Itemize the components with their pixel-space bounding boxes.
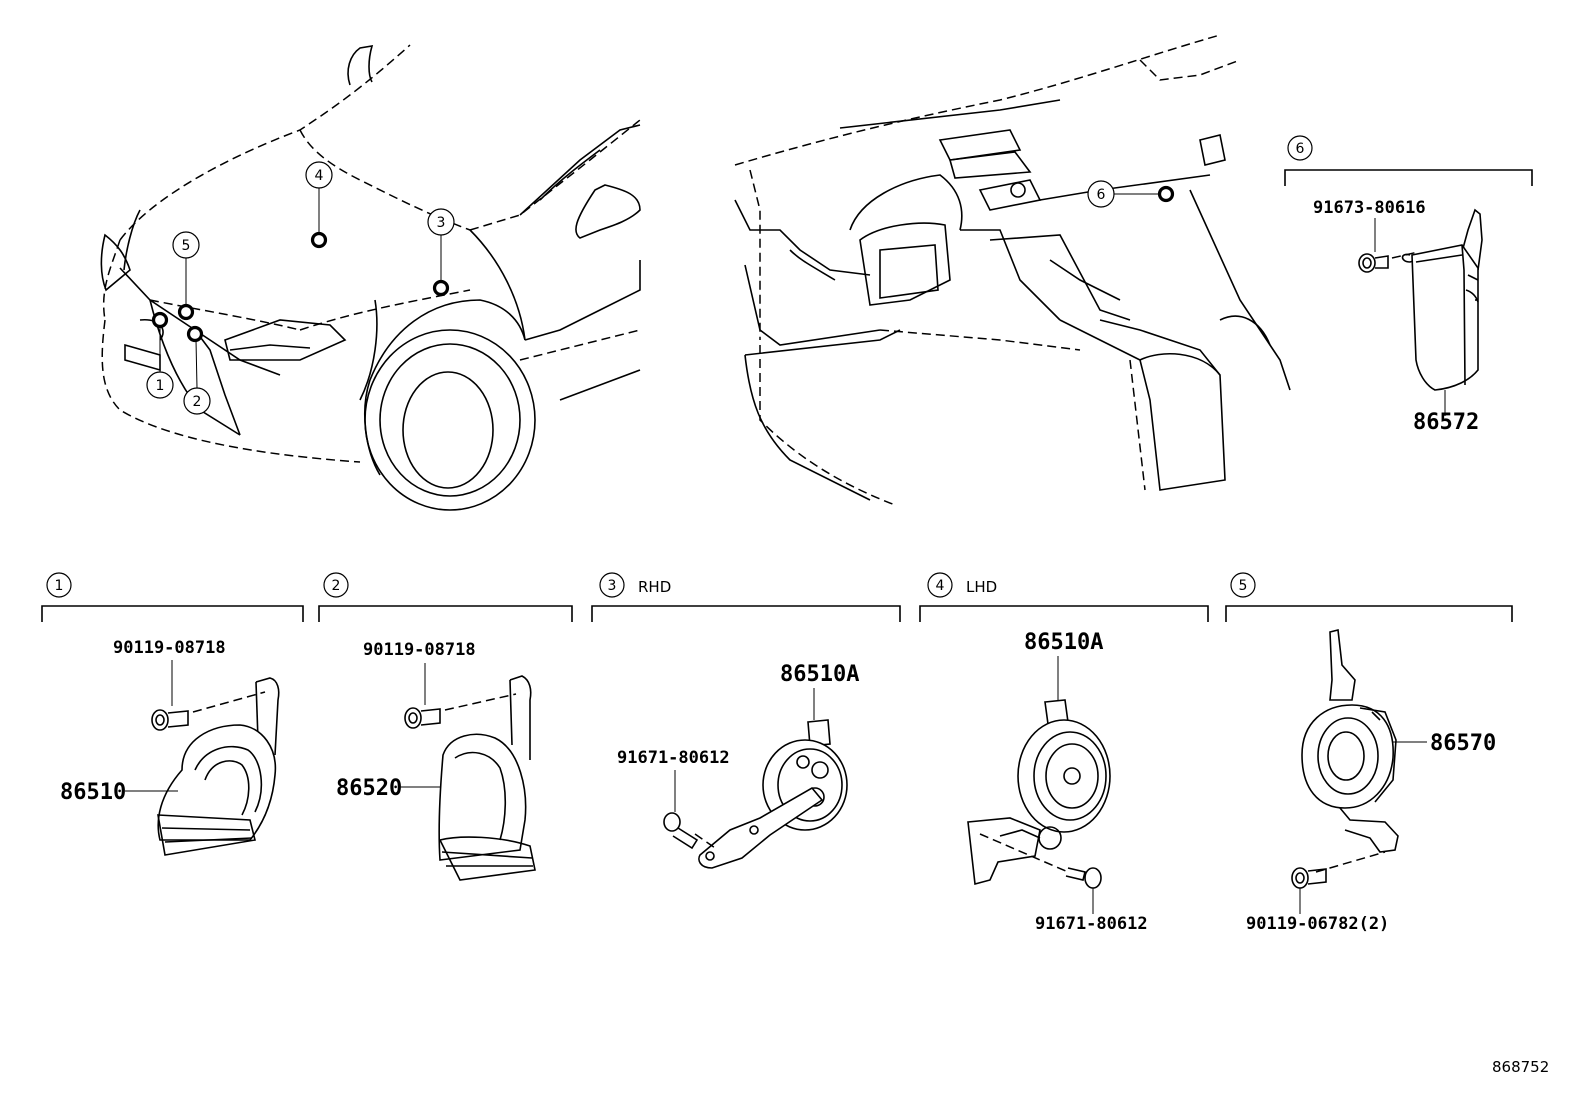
callout-marker-2: 2 [183,325,211,415]
bolt-90119-06782-illustration [1291,867,1327,914]
section-3-tag: RHD [638,578,671,596]
section-2-number: 2 [332,578,341,594]
section-6-number: 6 [1296,141,1305,157]
part-number-86510A-lhd: 86510A [1024,630,1103,655]
callout-marker-1: 1 [146,311,174,399]
part-number-86570: 86570 [1430,731,1496,756]
bolt-91671-80612-s4-illustration [1065,867,1102,914]
callout-marker-3: 3 [427,208,455,297]
section-1-header: 1 [41,572,304,622]
section-3-number: 3 [608,578,617,594]
part-number-91673-80616: 91673-80616 [1313,198,1426,218]
section-6-header: 6 [1284,135,1533,186]
controller-86572-illustration [1401,208,1483,416]
siren-86570-illustration [1301,629,1427,873]
part-number-86572: 86572 [1413,410,1479,435]
horn-86520-illustration [400,675,536,881]
part-number-91671-80612-s3: 91671-80612 [617,748,730,768]
vehicle-front-illustration [100,44,641,511]
callout-6-label: 6 [1097,187,1106,203]
callout-3-label: 3 [437,215,446,231]
horn-86510A-rhd-illustration [694,688,848,869]
section-4-number: 4 [936,578,945,594]
bolt-90119-08718-s1-illustration [151,660,266,731]
bolt-91671-80612-s3-illustration [663,770,699,850]
callout-marker-6: 6 [1087,180,1175,208]
part-number-91671-80612-s4: 91671-80612 [1035,914,1148,934]
section-5-number: 5 [1239,578,1248,594]
callout-4-label: 4 [315,168,324,184]
bolt-90119-08718-s2-illustration [404,663,517,729]
bolt-91673-80616-illustration [1358,218,1419,273]
section-3-header: 3 RHD [591,572,901,622]
section-1-number: 1 [55,578,64,594]
horn-86510A-lhd-illustration [967,656,1111,886]
part-number-90119-06782: 90119-06782(2) [1246,914,1389,934]
section-4-tag: LHD [966,578,997,596]
callout-1-label: 1 [156,378,165,394]
instrument-panel-illustration [734,34,1291,506]
callout-marker-4: 4 [305,161,333,249]
section-4-header: 4 LHD [919,572,1209,622]
part-number-86510A-rhd: 86510A [780,662,859,687]
callout-5-label: 5 [182,238,191,254]
part-number-86520: 86520 [336,776,402,801]
callout-marker-5: 5 [172,231,200,321]
callout-2-label: 2 [193,394,202,410]
section-2-header: 2 [318,572,573,622]
section-5-header: 5 [1225,572,1513,622]
part-number-90119-08718-s1: 90119-08718 [113,638,226,658]
diagram-reference-code: 868752 [1492,1058,1549,1076]
part-number-90119-08718-s2: 90119-08718 [363,640,476,660]
part-number-86510: 86510 [60,780,126,805]
horn-86510-illustration [125,677,280,856]
